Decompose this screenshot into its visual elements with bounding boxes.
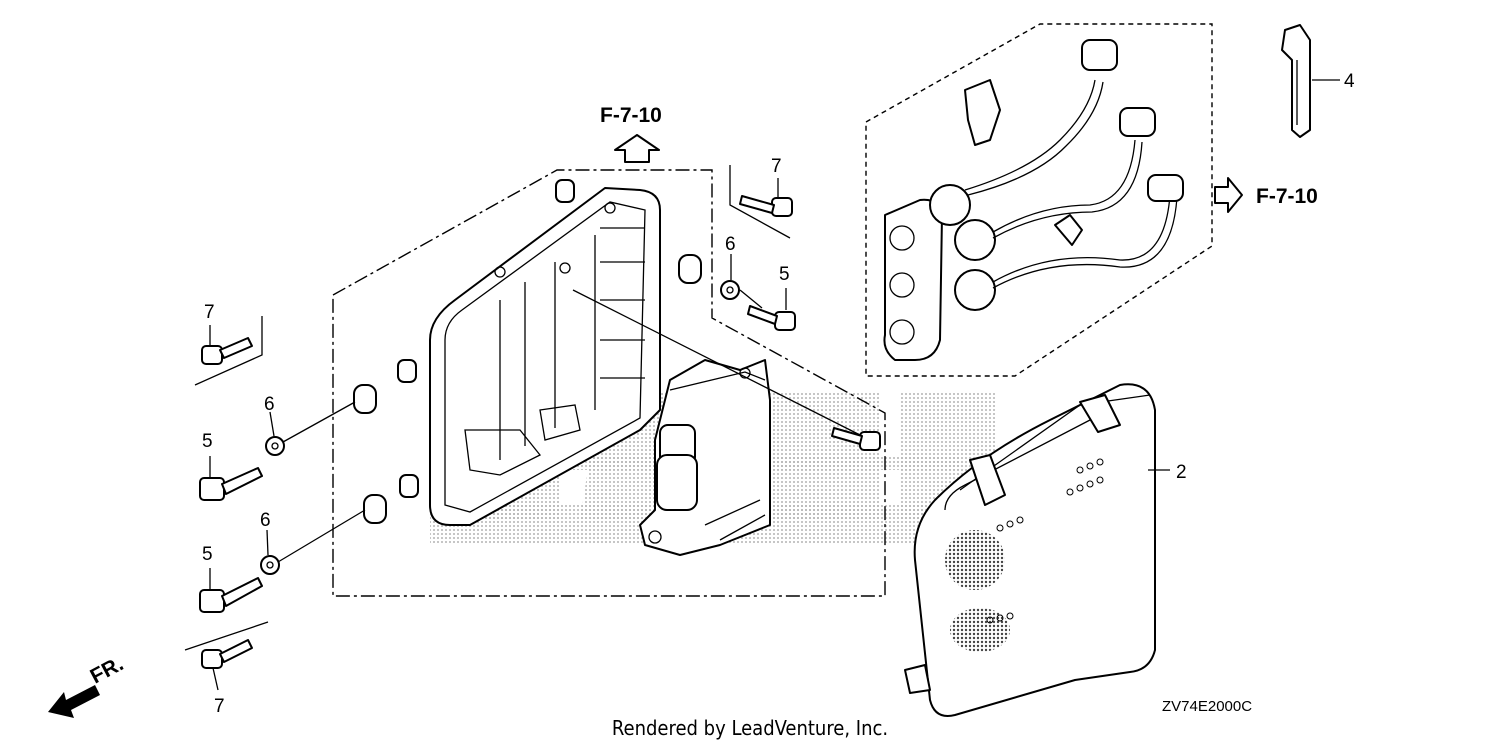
diagram-code: ZV74E2000C bbox=[1162, 698, 1252, 715]
grommet-lower bbox=[363, 474, 419, 524]
leader-lines bbox=[184, 79, 1340, 691]
bolt-icons bbox=[199, 195, 881, 669]
grommet-upper bbox=[353, 359, 417, 414]
reference-label-right: F-7-10 bbox=[1256, 185, 1318, 208]
front-direction-arrow-icon bbox=[48, 685, 100, 718]
washer-icons bbox=[260, 280, 740, 575]
spark-plug-cap-boundary bbox=[865, 23, 1213, 377]
callout-7-a: 7 bbox=[204, 302, 215, 323]
callout-5-a: 5 bbox=[202, 431, 213, 452]
callout-5-b: 5 bbox=[202, 544, 213, 565]
front-marker-label: FR. bbox=[87, 652, 128, 688]
callout-5-c: 5 bbox=[779, 264, 790, 285]
credit-text: Rendered by LeadVenture, Inc. bbox=[611, 716, 889, 740]
control-box-cover bbox=[904, 383, 1156, 717]
reference-label-top: F-7-10 bbox=[600, 104, 662, 127]
callout-7-b: 7 bbox=[214, 696, 225, 717]
control-box-bracket bbox=[429, 187, 661, 526]
callout-2: 2 bbox=[1176, 462, 1187, 483]
wire-clamp bbox=[1281, 24, 1311, 138]
callout-7-c: 7 bbox=[771, 156, 782, 177]
reference-arrow-right-icon bbox=[1214, 177, 1243, 213]
callout-6-a: 6 bbox=[264, 394, 275, 415]
spark-plug-cap-assembly bbox=[883, 39, 1184, 361]
callout-4: 4 bbox=[1344, 71, 1355, 92]
callout-6-b: 6 bbox=[260, 510, 271, 531]
grommet-right bbox=[555, 179, 702, 284]
control-module bbox=[639, 359, 771, 556]
reference-arrow-up-icon bbox=[614, 134, 660, 163]
callout-6-c: 6 bbox=[725, 234, 736, 255]
assembly-boundary bbox=[332, 169, 886, 597]
